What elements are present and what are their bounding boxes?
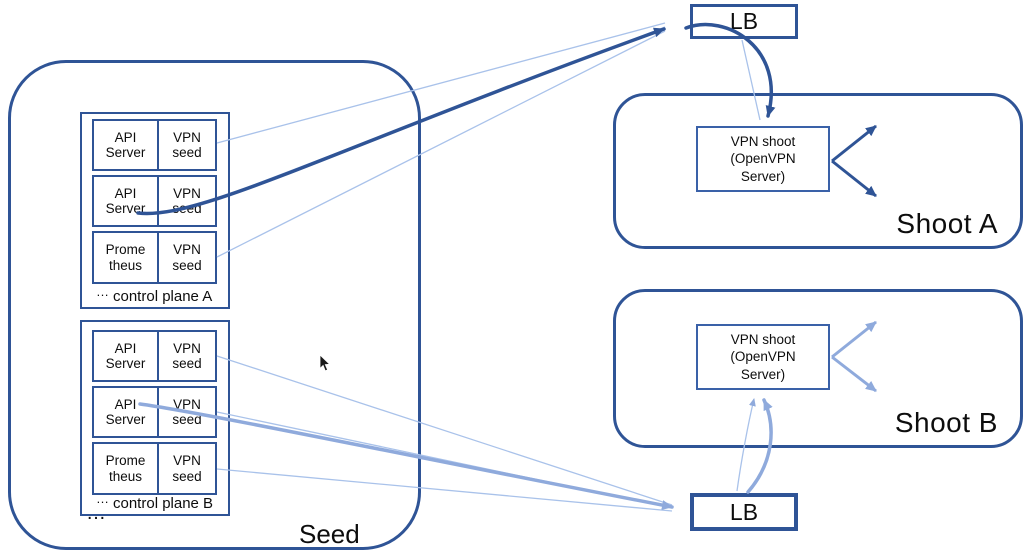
vpn-shoot-a-box: VPN shoot (OpenVPN Server) bbox=[696, 126, 830, 192]
control-plane-b-row-3: Prome theus VPN seed bbox=[92, 442, 217, 495]
load-balancer-bottom-box: LB bbox=[690, 493, 798, 531]
vpn-seed-cell: VPN seed bbox=[157, 442, 217, 495]
control-plane-b-row-1: API Server VPN seed bbox=[92, 330, 217, 382]
vpn-seed-cell: VPN seed bbox=[157, 231, 217, 284]
vpn-shoot-b-line1: VPN shoot bbox=[730, 331, 796, 347]
api-server-cell: API Server bbox=[92, 119, 159, 171]
vpn-shoot-b-box: VPN shoot (OpenVPN Server) bbox=[696, 324, 830, 390]
control-plane-b-label: …control plane B bbox=[96, 491, 214, 512]
shoot-b-label: Shoot B bbox=[894, 407, 998, 438]
prometheus-cell: Prome theus bbox=[92, 442, 159, 495]
vpn-seed-cell: VPN seed bbox=[157, 330, 217, 382]
ellipsis: … bbox=[96, 491, 109, 506]
api-server-cell: API Server bbox=[92, 330, 159, 382]
lb-bottom-label: LB bbox=[729, 498, 759, 525]
ellipsis: … bbox=[96, 284, 109, 299]
shoot-a-label: Shoot A bbox=[896, 208, 998, 239]
api-server-cell: API Server bbox=[92, 386, 159, 438]
control-plane-a-label: …control plane A bbox=[96, 284, 213, 305]
lb-top-label: LB bbox=[729, 8, 759, 34]
vpn-shoot-a-line2: (OpenVPN bbox=[730, 151, 796, 167]
load-balancer-top-box: LB bbox=[690, 4, 798, 39]
seed-label: Seed bbox=[299, 519, 360, 549]
vpn-shoot-a-line3: Server) bbox=[740, 168, 786, 184]
control-plane-b-box: API Server VPN seed API Server VPN seed … bbox=[80, 320, 230, 516]
control-plane-a-row-1: API Server VPN seed bbox=[92, 119, 217, 171]
vpn-seed-cell: VPN seed bbox=[157, 386, 217, 438]
control-plane-a-row-3: Prome theus VPN seed bbox=[92, 231, 217, 284]
api-server-cell: API Server bbox=[92, 175, 159, 227]
control-plane-a-row-2: API Server VPN seed bbox=[92, 175, 217, 227]
vpn-seed-cell: VPN seed bbox=[157, 175, 217, 227]
prometheus-cell: Prome theus bbox=[92, 231, 159, 284]
vpn-shoot-b-line3: Server) bbox=[740, 366, 786, 382]
control-plane-b-row-2: API Server VPN seed bbox=[92, 386, 217, 438]
control-plane-a-box: API Server VPN seed API Server VPN seed … bbox=[80, 112, 230, 309]
vpn-shoot-b-line2: (OpenVPN bbox=[730, 349, 796, 365]
vpn-shoot-a-line1: VPN shoot bbox=[730, 133, 796, 149]
vpn-seed-cell: VPN seed bbox=[157, 119, 217, 171]
